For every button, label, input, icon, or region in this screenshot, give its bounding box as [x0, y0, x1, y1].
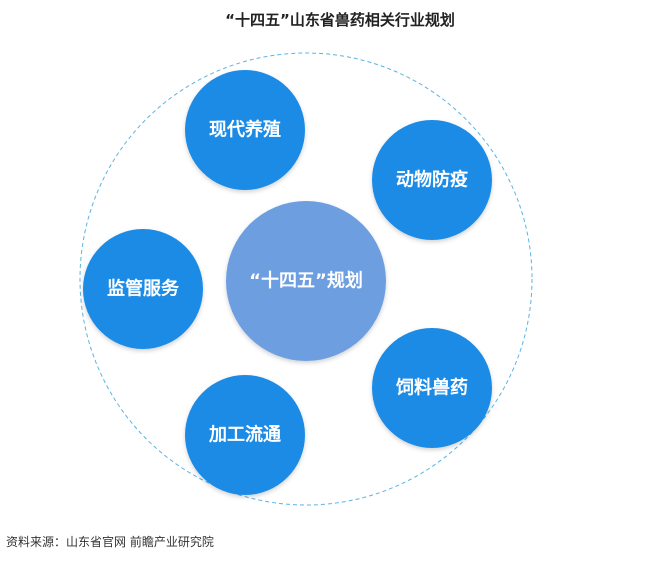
node-label: 饲料兽药 [395, 377, 468, 399]
node-circle [83, 229, 203, 349]
node-feed-veterinary-drugs: 饲料兽药 [372, 328, 492, 448]
center-node: “十四五”规划 [226, 201, 386, 361]
node-supervision-service: 监管服务 [83, 229, 203, 349]
node-label: 动物防疫 [396, 169, 468, 191]
node-modern-breeding: 现代养殖 [185, 70, 305, 190]
node-label: 现代养殖 [209, 119, 281, 141]
node-circle [185, 375, 305, 495]
source-note: 资料来源：山东省官网 前瞻产业研究院 [6, 534, 214, 549]
node-animal-epidemic-prevention: 动物防疫 [372, 120, 492, 240]
node-label: 加工流通 [208, 424, 281, 446]
outer-dashed-ring [79, 52, 533, 506]
center-node-label: “十四五”规划 [249, 270, 363, 292]
node-label: 监管服务 [107, 278, 180, 300]
node-circle [372, 120, 492, 240]
node-circle [185, 70, 305, 190]
center-node-circle [226, 201, 386, 361]
node-circle [372, 328, 492, 448]
node-processing-circulation: 加工流通 [185, 375, 305, 495]
diagram-title: “十四五”山东省兽药相关行业规划 [225, 11, 455, 29]
